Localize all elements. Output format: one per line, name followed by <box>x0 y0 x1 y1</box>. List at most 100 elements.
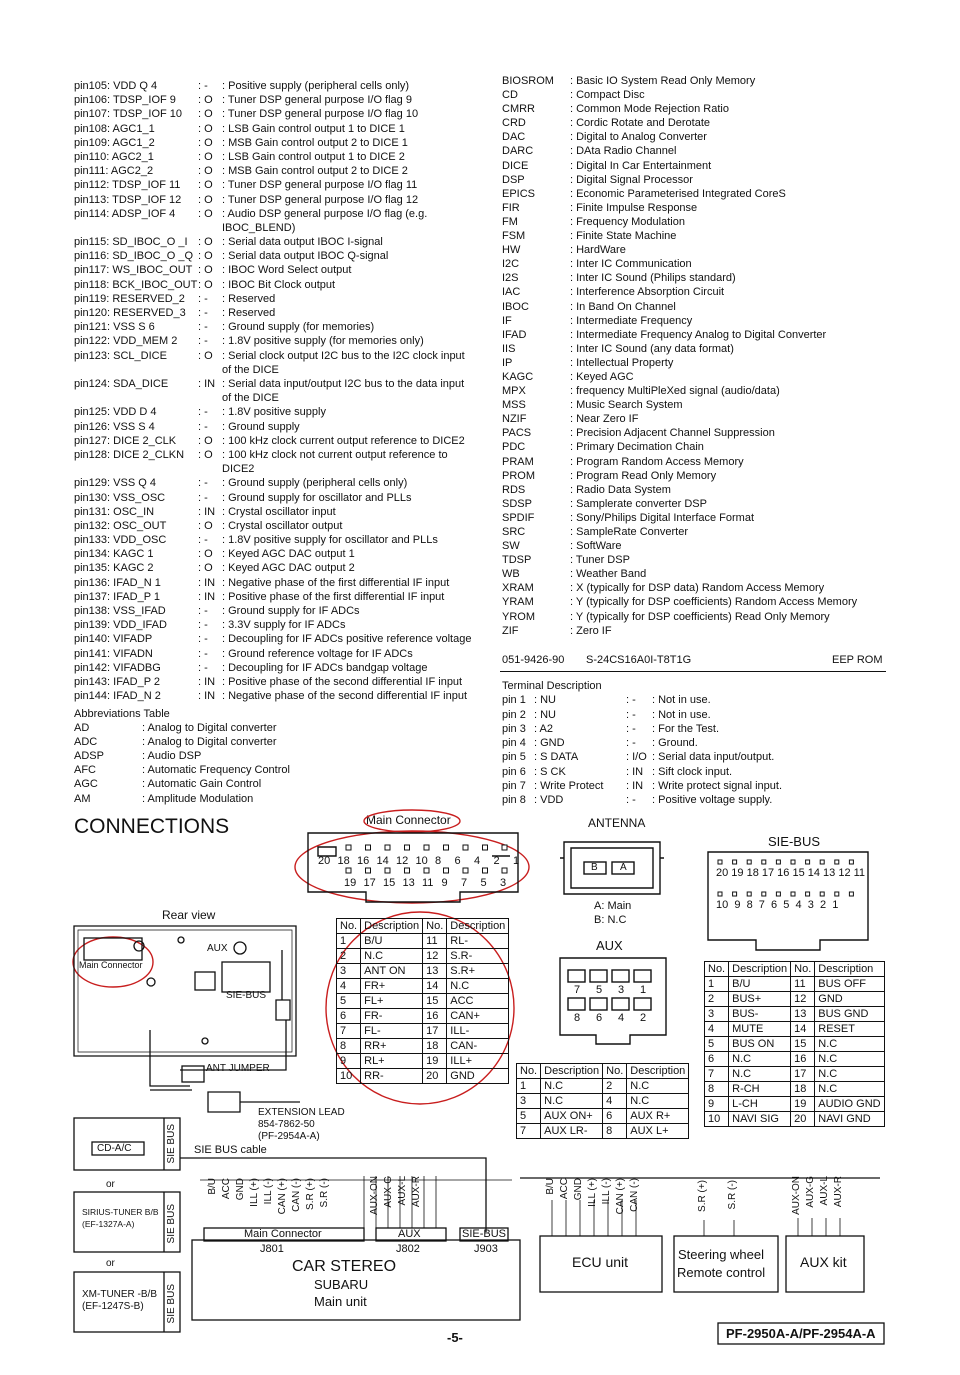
pin-number: 8 <box>435 855 442 867</box>
abbreviation-desc: : Radio Data System <box>570 483 671 496</box>
abbreviation-row: XRAM: X (typically for DSP data) Random … <box>502 581 912 595</box>
abbreviation-row: I2C: Inter IC Communication <box>502 257 912 271</box>
abbreviation-term: ADSP <box>74 750 104 763</box>
abbreviation-row: PACS: Precision Adjacent Channel Suppres… <box>502 426 912 440</box>
table-cell: 4 <box>703 1021 730 1037</box>
pin-io: : IN <box>198 377 216 390</box>
pin-desc: : Reserved <box>222 292 276 305</box>
pin-io: : O <box>198 122 213 135</box>
sie-bus-pin <box>732 859 738 865</box>
table-cell: N.C <box>728 1066 792 1082</box>
ant-jumper-label: ANT JUMPER <box>206 1063 270 1074</box>
table-cell: FR- <box>360 1008 424 1024</box>
abbreviation-row: SRC: SampleRate Converter <box>502 525 912 539</box>
pin-name: pin108: AGC1_1 <box>74 122 155 135</box>
table-header-cell: No. <box>335 918 362 934</box>
pin-row: pin128: DICE 2_CLKN: O: 100 kHz clock no… <box>74 448 474 476</box>
antenna-note-nc: B: N.C <box>594 914 627 926</box>
table-cell: RL- <box>446 933 510 949</box>
abbreviation-row: PRAM: Program Random Access Memory <box>502 455 912 469</box>
table-cell: NAVI GND <box>814 1111 885 1127</box>
table-cell: CAN- <box>446 1038 510 1054</box>
abbreviation-term: I2S <box>502 272 519 285</box>
pin-desc: : Negative phase of the second different… <box>222 690 468 703</box>
main-connector-pin <box>462 867 469 874</box>
pin-name: pin123: SCL_DICE <box>74 349 167 362</box>
pin-name: pin131: OSC_IN <box>74 505 155 518</box>
wire-label: CAN (+) <box>615 1178 626 1215</box>
model-number: PF-2950A-A/PF-2954A-A <box>726 1326 876 1341</box>
sie-bus-cable-label: SIE BUS cable <box>194 1144 267 1156</box>
terminal-desc: : Write protect signal input. <box>652 780 783 793</box>
table-cell: RL+ <box>360 1053 424 1069</box>
abbreviation-term: ADC <box>74 736 98 749</box>
pin-number: 3 <box>500 877 507 889</box>
page-number: -5- <box>447 1330 463 1345</box>
table-cell: FL- <box>360 1023 424 1039</box>
table-cell: RESET <box>814 1021 885 1037</box>
wire-label: S.R (-) <box>727 1180 738 1210</box>
steering-wheel-label: Steering wheel <box>678 1247 764 1262</box>
table-cell: N.C <box>540 1093 604 1109</box>
abbreviation-term: PROM <box>502 469 535 482</box>
pin-number: 11 <box>422 877 434 889</box>
pin-io: : - <box>198 633 208 646</box>
table-cell: 15 <box>790 1036 816 1052</box>
table-cell: 16 <box>422 1008 448 1024</box>
terminal-title: Terminal Description <box>502 680 602 692</box>
wire-label: AUX-ON <box>369 1176 380 1215</box>
abbreviation-desc: : Automatic Frequency Control <box>142 764 290 777</box>
abbreviation-term: MSS <box>502 399 526 412</box>
abbreviation-desc: : Samplerate converter DSP <box>570 497 707 510</box>
abbreviation-term: PACS <box>502 427 532 440</box>
pin-io: : - <box>198 406 208 419</box>
abbreviation-term: NZIF <box>502 413 527 426</box>
terminal-io: : - <box>626 694 636 707</box>
pin-io: : O <box>198 562 213 575</box>
table-cell: N.C <box>626 1078 690 1094</box>
table-cell: 10 <box>703 1111 730 1127</box>
abbreviation-term: EPICS <box>502 187 536 200</box>
terminal-pin: pin 6 <box>502 765 526 778</box>
terminal-name: : Write Protect <box>534 780 604 793</box>
pin-name: pin109: AGC1_2 <box>74 136 155 149</box>
sie-bus-pin <box>746 891 752 897</box>
pin-io: : - <box>198 619 208 632</box>
pin-number: 13 <box>402 877 415 889</box>
table-cell: 7 <box>703 1066 730 1082</box>
pin-row: pin112: TDSP_IOF 11: O: Tuner DSP genera… <box>74 178 474 192</box>
sie-bus-pin <box>717 891 723 897</box>
abbreviation-row: BIOSROM: Basic IO System Read Only Memor… <box>502 74 912 88</box>
table-cell: AUDIO GND <box>814 1096 885 1112</box>
pin-number: 2 <box>493 855 500 867</box>
abbreviation-row: SPDIF: Sony/Philips Digital Interface Fo… <box>502 511 912 525</box>
pin-io: : IN <box>198 590 216 603</box>
abbreviation-desc: : Inter IC Communication <box>570 258 692 271</box>
abbreviation-desc: : Analog to Digital converter <box>142 722 277 735</box>
antenna-pin-a: A <box>620 862 627 873</box>
cd-sie-bus-label: SIE BUS <box>166 1124 177 1164</box>
terminal-pin: pin 8 <box>502 794 526 807</box>
abbreviation-row: FSM: Finite State Machine <box>502 229 912 243</box>
table-cell: 12 <box>422 948 448 964</box>
wire-label: CAN (-) <box>291 1178 302 1212</box>
table-cell: 1 <box>703 976 730 992</box>
wire-label: B/U <box>545 1178 556 1195</box>
abbreviation-term: AFC <box>74 764 96 777</box>
pin-desc: : LSB Gain control output 1 to DICE 2 <box>222 150 405 163</box>
abbreviation-desc: : Basic IO System Read Only Memory <box>570 75 756 87</box>
pin-row: pin107: TDSP_IOF 10: O: Tuner DSP genera… <box>74 107 474 121</box>
abbreviation-term: DICE <box>502 159 529 172</box>
abbreviation-term: PRAM <box>502 455 534 468</box>
table-cell: 18 <box>422 1038 448 1054</box>
table-cell: BUS OFF <box>814 976 885 992</box>
table-cell: MUTE <box>728 1021 792 1037</box>
abbreviation-term: CD <box>502 89 518 102</box>
pin-number: 9 <box>441 877 448 889</box>
pin-row: pin135: KAGC 2: O: Keyed AGC DAC output … <box>74 561 474 575</box>
eeprom-rule <box>500 671 886 672</box>
